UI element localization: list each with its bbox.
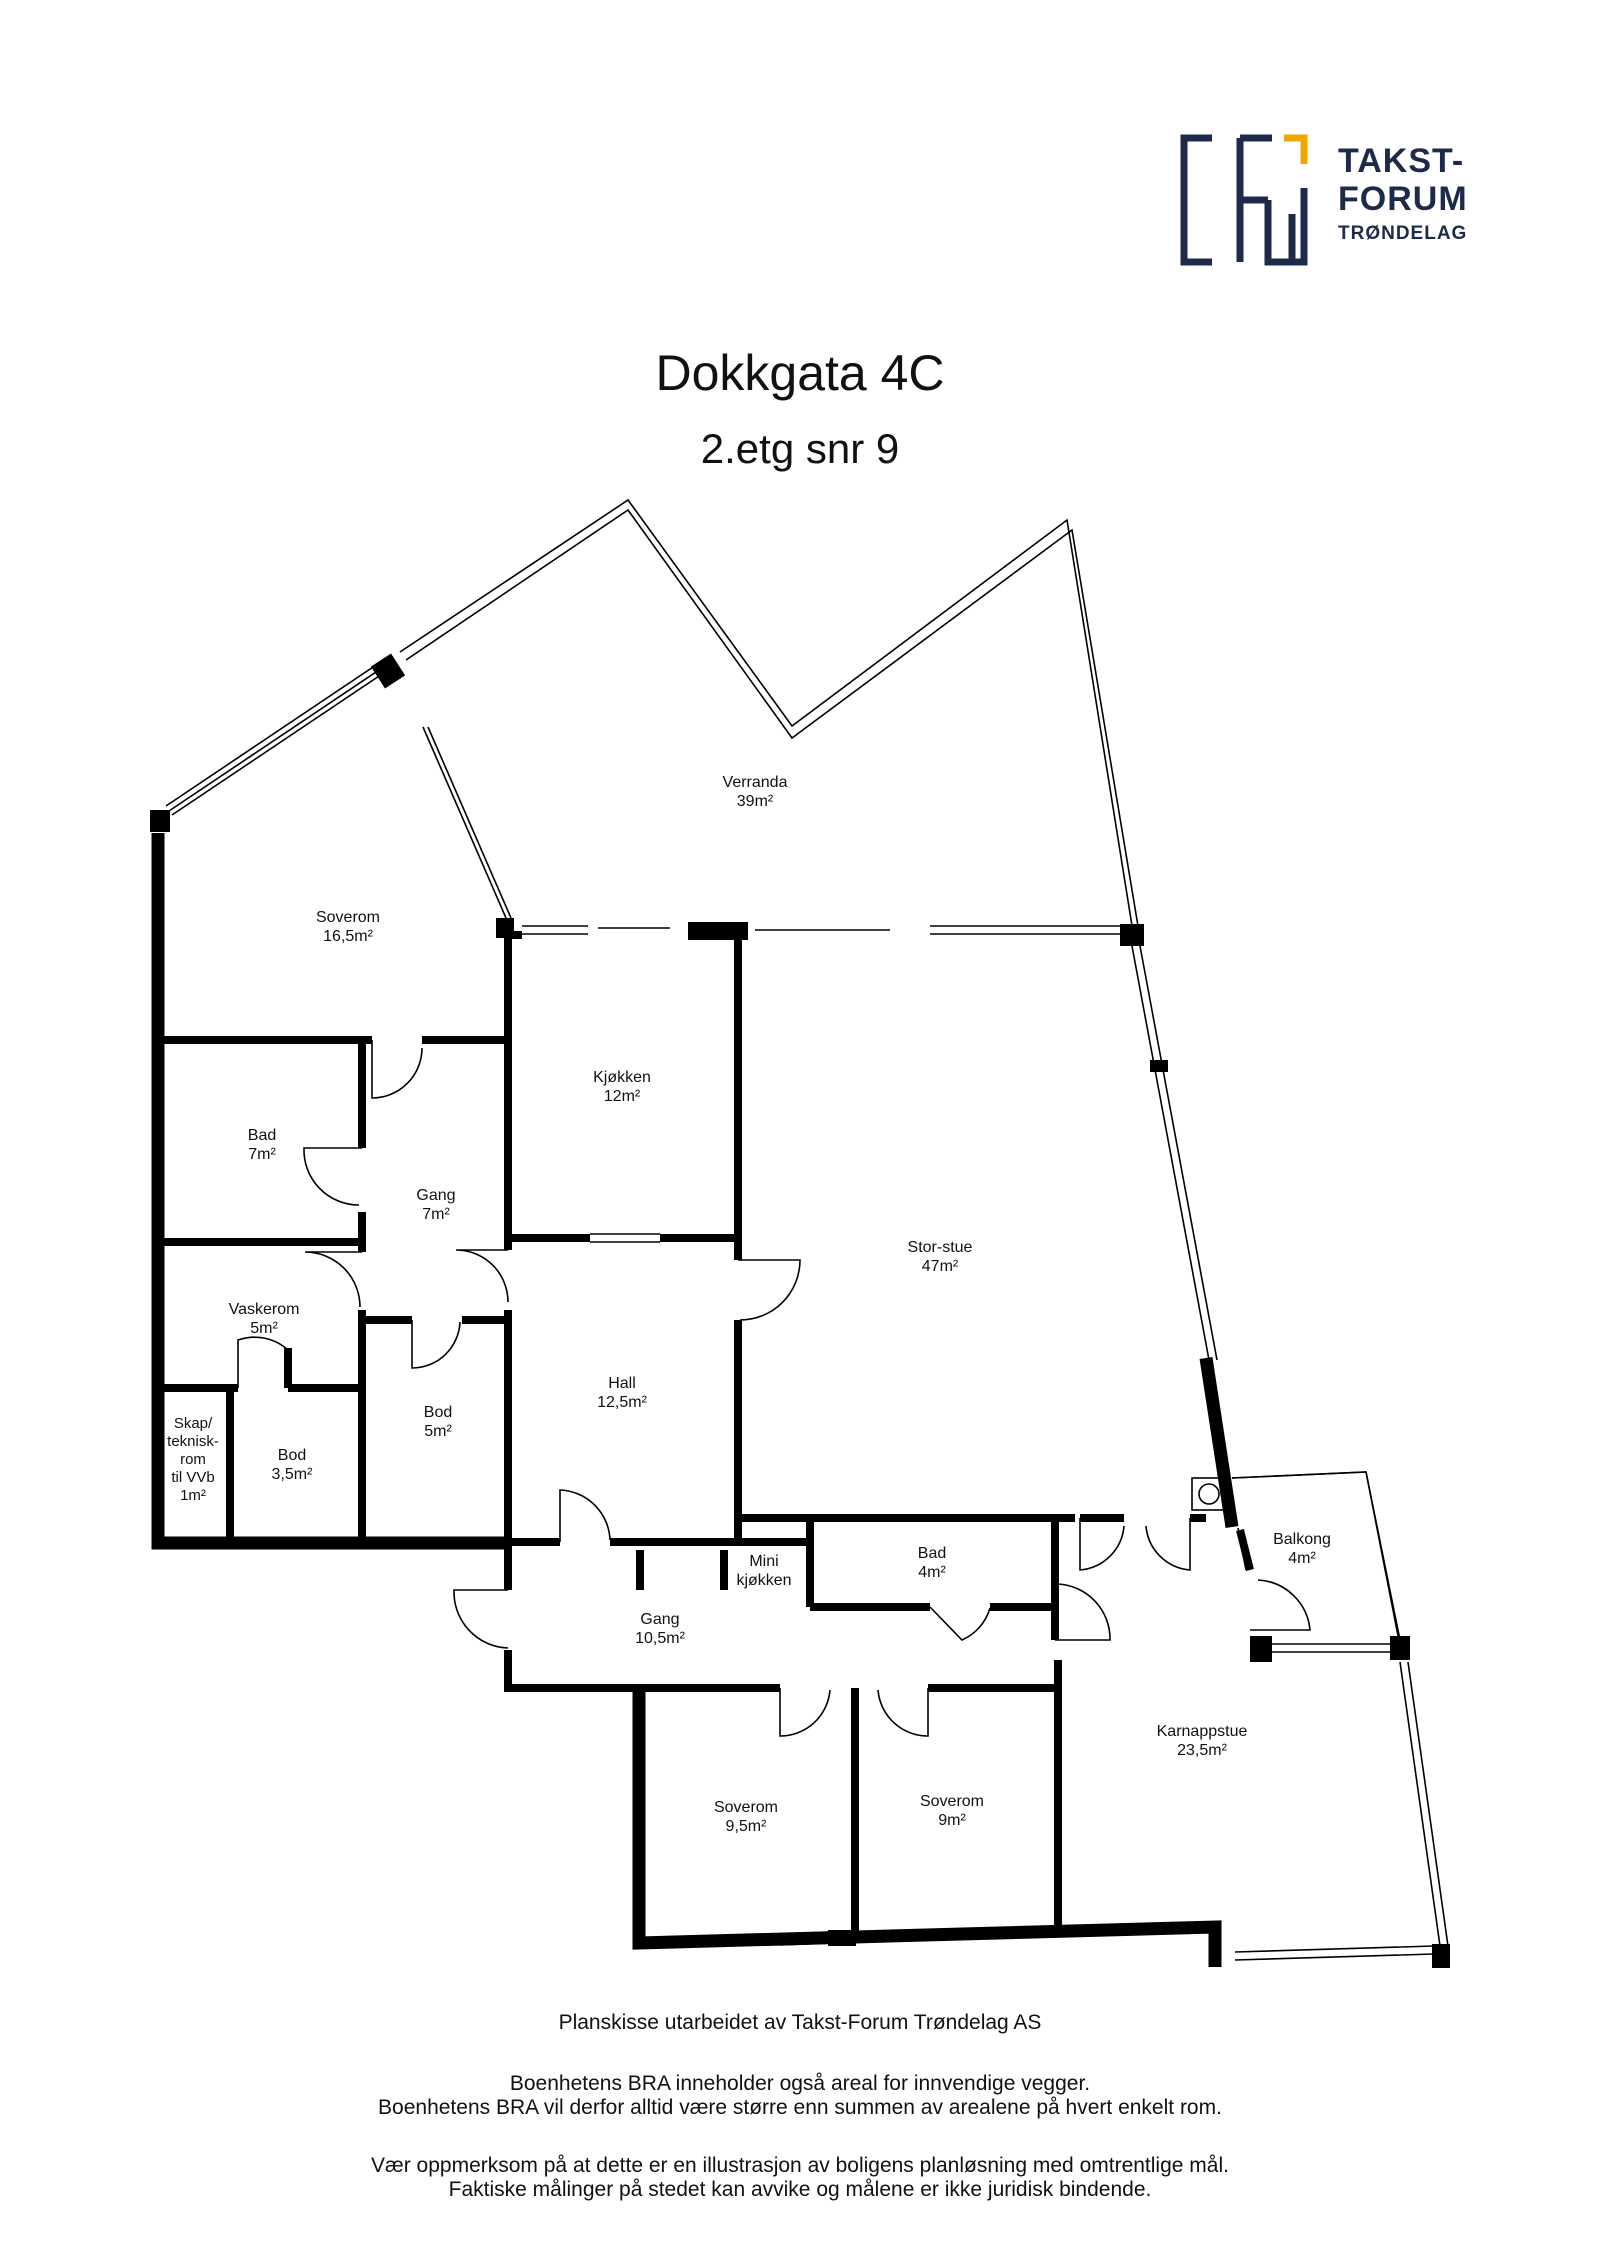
logo-wordmark: TAKST- FORUM TRØNDELAG: [1338, 144, 1468, 243]
interior-walls: [158, 925, 1254, 1943]
exterior-walls: [151, 833, 1239, 1967]
page-title: Dokkgata 4C: [655, 345, 945, 401]
door-swings: [237, 1040, 1311, 1737]
wall-pillars: [150, 653, 1450, 1968]
veranda-railing: [399, 498, 1140, 933]
takst-forum-logo-icon: [1180, 134, 1308, 266]
footer-disclaimer-2: Faktiske målinger på stedet kan avvike o…: [448, 2178, 1152, 2201]
ventilation-unit-icon: [1191, 1477, 1227, 1511]
logo-line-1: TAKST-: [1338, 142, 1465, 180]
footer-disclaimer-1: Vær oppmerksom på at dette er en illustr…: [371, 2154, 1229, 2177]
footer-bra-note-1: Boenhetens BRA inneholder også areal for…: [509, 2072, 1091, 2095]
windows: [522, 925, 1449, 1961]
window-wall-northwest: [165, 660, 389, 816]
sliding-door-line: [422, 726, 507, 919]
footer-credit: Planskisse utarbeidet av Takst-Forum Trø…: [558, 2011, 1042, 2034]
footer-bra-note-2: Boenhetens BRA vil derfor alltid være st…: [378, 2096, 1222, 2119]
room-label-skap-teknisk: Skap/ teknisk- rom til VVb 1m²: [167, 1415, 219, 1504]
logo-line-2: FORUM: [1338, 180, 1468, 218]
page-subtitle: 2.etg snr 9: [700, 425, 900, 472]
logo-line-3: TRØNDELAG: [1338, 223, 1468, 244]
company-logo: TAKST- FORUM TRØNDELAG: [1180, 130, 1500, 270]
